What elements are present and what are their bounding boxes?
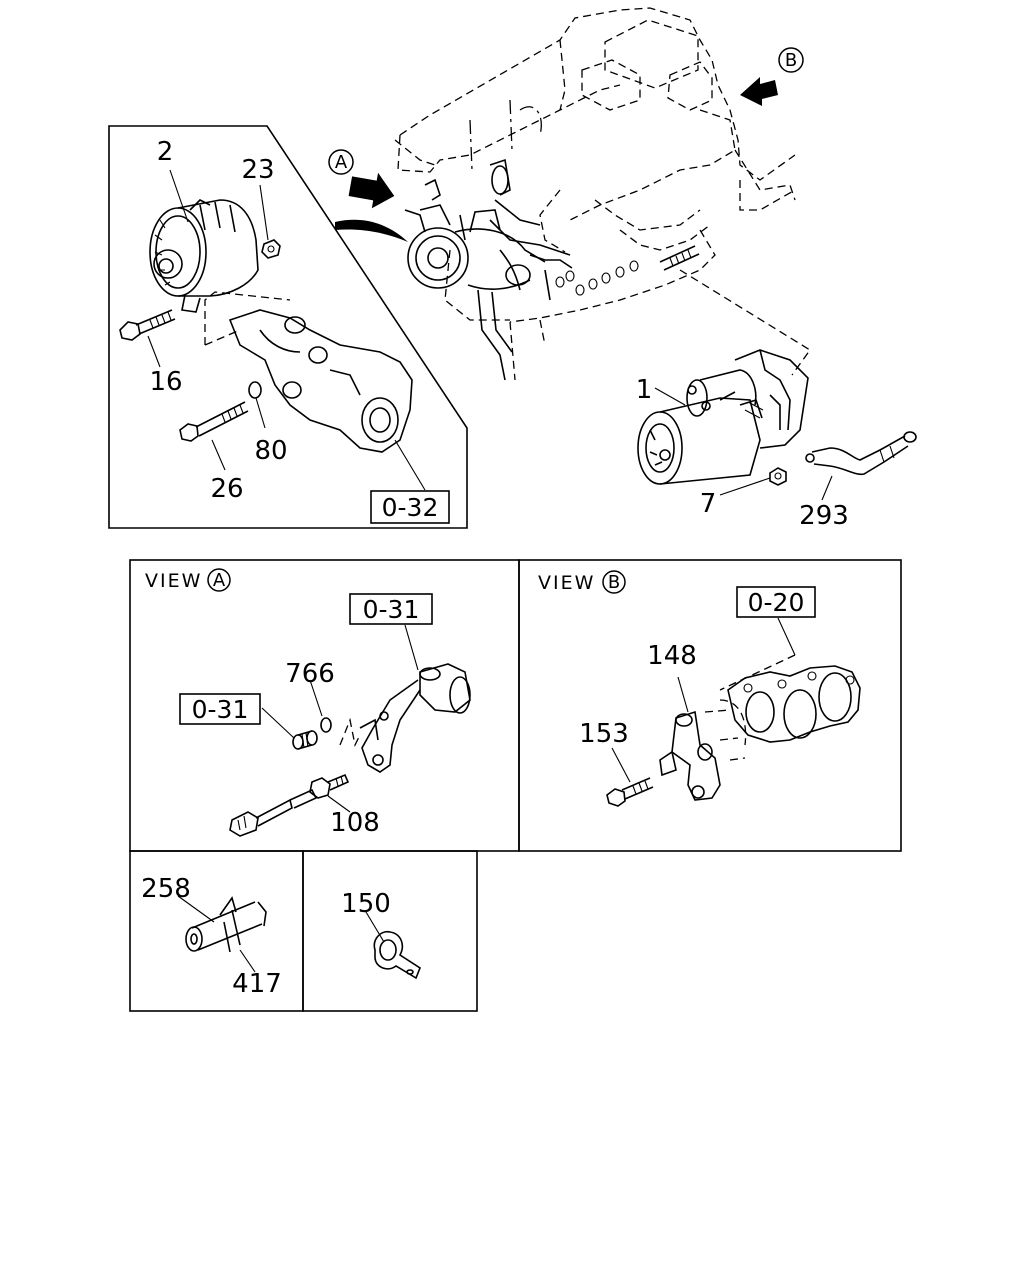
exhaust-gasket <box>727 665 861 743</box>
view-b-label: VIEW <box>538 572 595 594</box>
callout-417: 417 <box>232 969 282 999</box>
callout-80: 80 <box>254 436 287 466</box>
view-a-arrow: A <box>328 149 395 209</box>
view-a-panel: VIEW A 0-31 0-31 <box>129 559 520 852</box>
alternator-bracket <box>228 309 413 453</box>
ref-box-0-20 <box>736 586 816 618</box>
bolt-16 <box>119 309 176 341</box>
callout-26: 26 <box>210 474 243 504</box>
view-b-marker: B <box>785 50 797 71</box>
starter-motor-drawing: 1 7 293 <box>636 269 917 531</box>
callout-108: 108 <box>330 808 380 838</box>
ref-box-0-32 <box>370 490 450 524</box>
clip-detail-panel: 258 417 <box>129 850 304 1012</box>
callout-153: 153 <box>579 719 629 749</box>
callout-148: 148 <box>647 641 697 671</box>
bolt-153 <box>606 777 654 807</box>
view-b-arrow: B <box>740 47 804 106</box>
ref-label-0-20: 0-20 <box>748 588 805 617</box>
ref-box-0-31-left <box>179 693 261 725</box>
alternator-inset: 2 23 16 80 26 0-32 <box>108 125 468 529</box>
thermostat-housing <box>359 663 471 773</box>
starter-cable-293 <box>805 431 917 476</box>
ref-label-0-31-top: 0-31 <box>363 595 420 624</box>
bracket-148 <box>659 710 721 801</box>
plug-part <box>292 730 318 750</box>
clip-tube-drawing <box>185 896 267 953</box>
callout-1: 1 <box>636 375 653 405</box>
view-b-panel-marker: B <box>608 572 620 593</box>
callout-23: 23 <box>241 155 274 185</box>
bolt-26 <box>179 401 249 442</box>
view-b-panel: VIEW B 0-20 <box>518 559 902 852</box>
clamp-drawing <box>373 930 421 980</box>
view-a-marker: A <box>335 152 348 173</box>
callout-16: 16 <box>149 367 182 397</box>
ref-label-0-32: 0-32 <box>382 493 439 522</box>
engine-block-drawing <box>394 7 796 381</box>
clamp-detail-panel: 150 <box>302 850 478 1012</box>
callout-2: 2 <box>157 137 174 167</box>
ref-label-0-31-left: 0-31 <box>192 695 249 724</box>
callout-766: 766 <box>285 659 335 689</box>
block-bolt-row <box>555 260 639 296</box>
sensor-108 <box>229 773 350 837</box>
swoosh-arrow <box>335 219 408 242</box>
callout-258: 258 <box>141 874 191 904</box>
callout-150: 150 <box>341 889 391 919</box>
callout-7: 7 <box>700 489 717 519</box>
water-pump-assembly <box>404 158 573 381</box>
callout-293: 293 <box>799 501 849 531</box>
ref-box-0-31-top <box>349 593 433 625</box>
view-a-label: VIEW <box>145 570 202 592</box>
view-a-panel-marker: A <box>213 570 226 591</box>
